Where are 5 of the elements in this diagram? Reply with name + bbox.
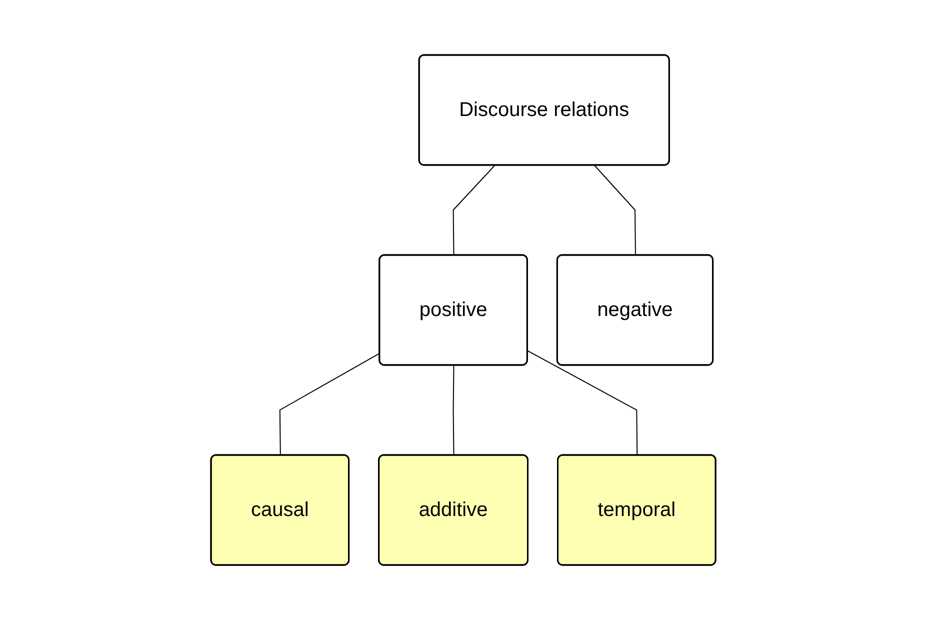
connector <box>452 365 454 456</box>
connector <box>452 165 495 256</box>
connector <box>526 350 638 456</box>
connector <box>594 165 636 256</box>
connector <box>279 352 380 456</box>
